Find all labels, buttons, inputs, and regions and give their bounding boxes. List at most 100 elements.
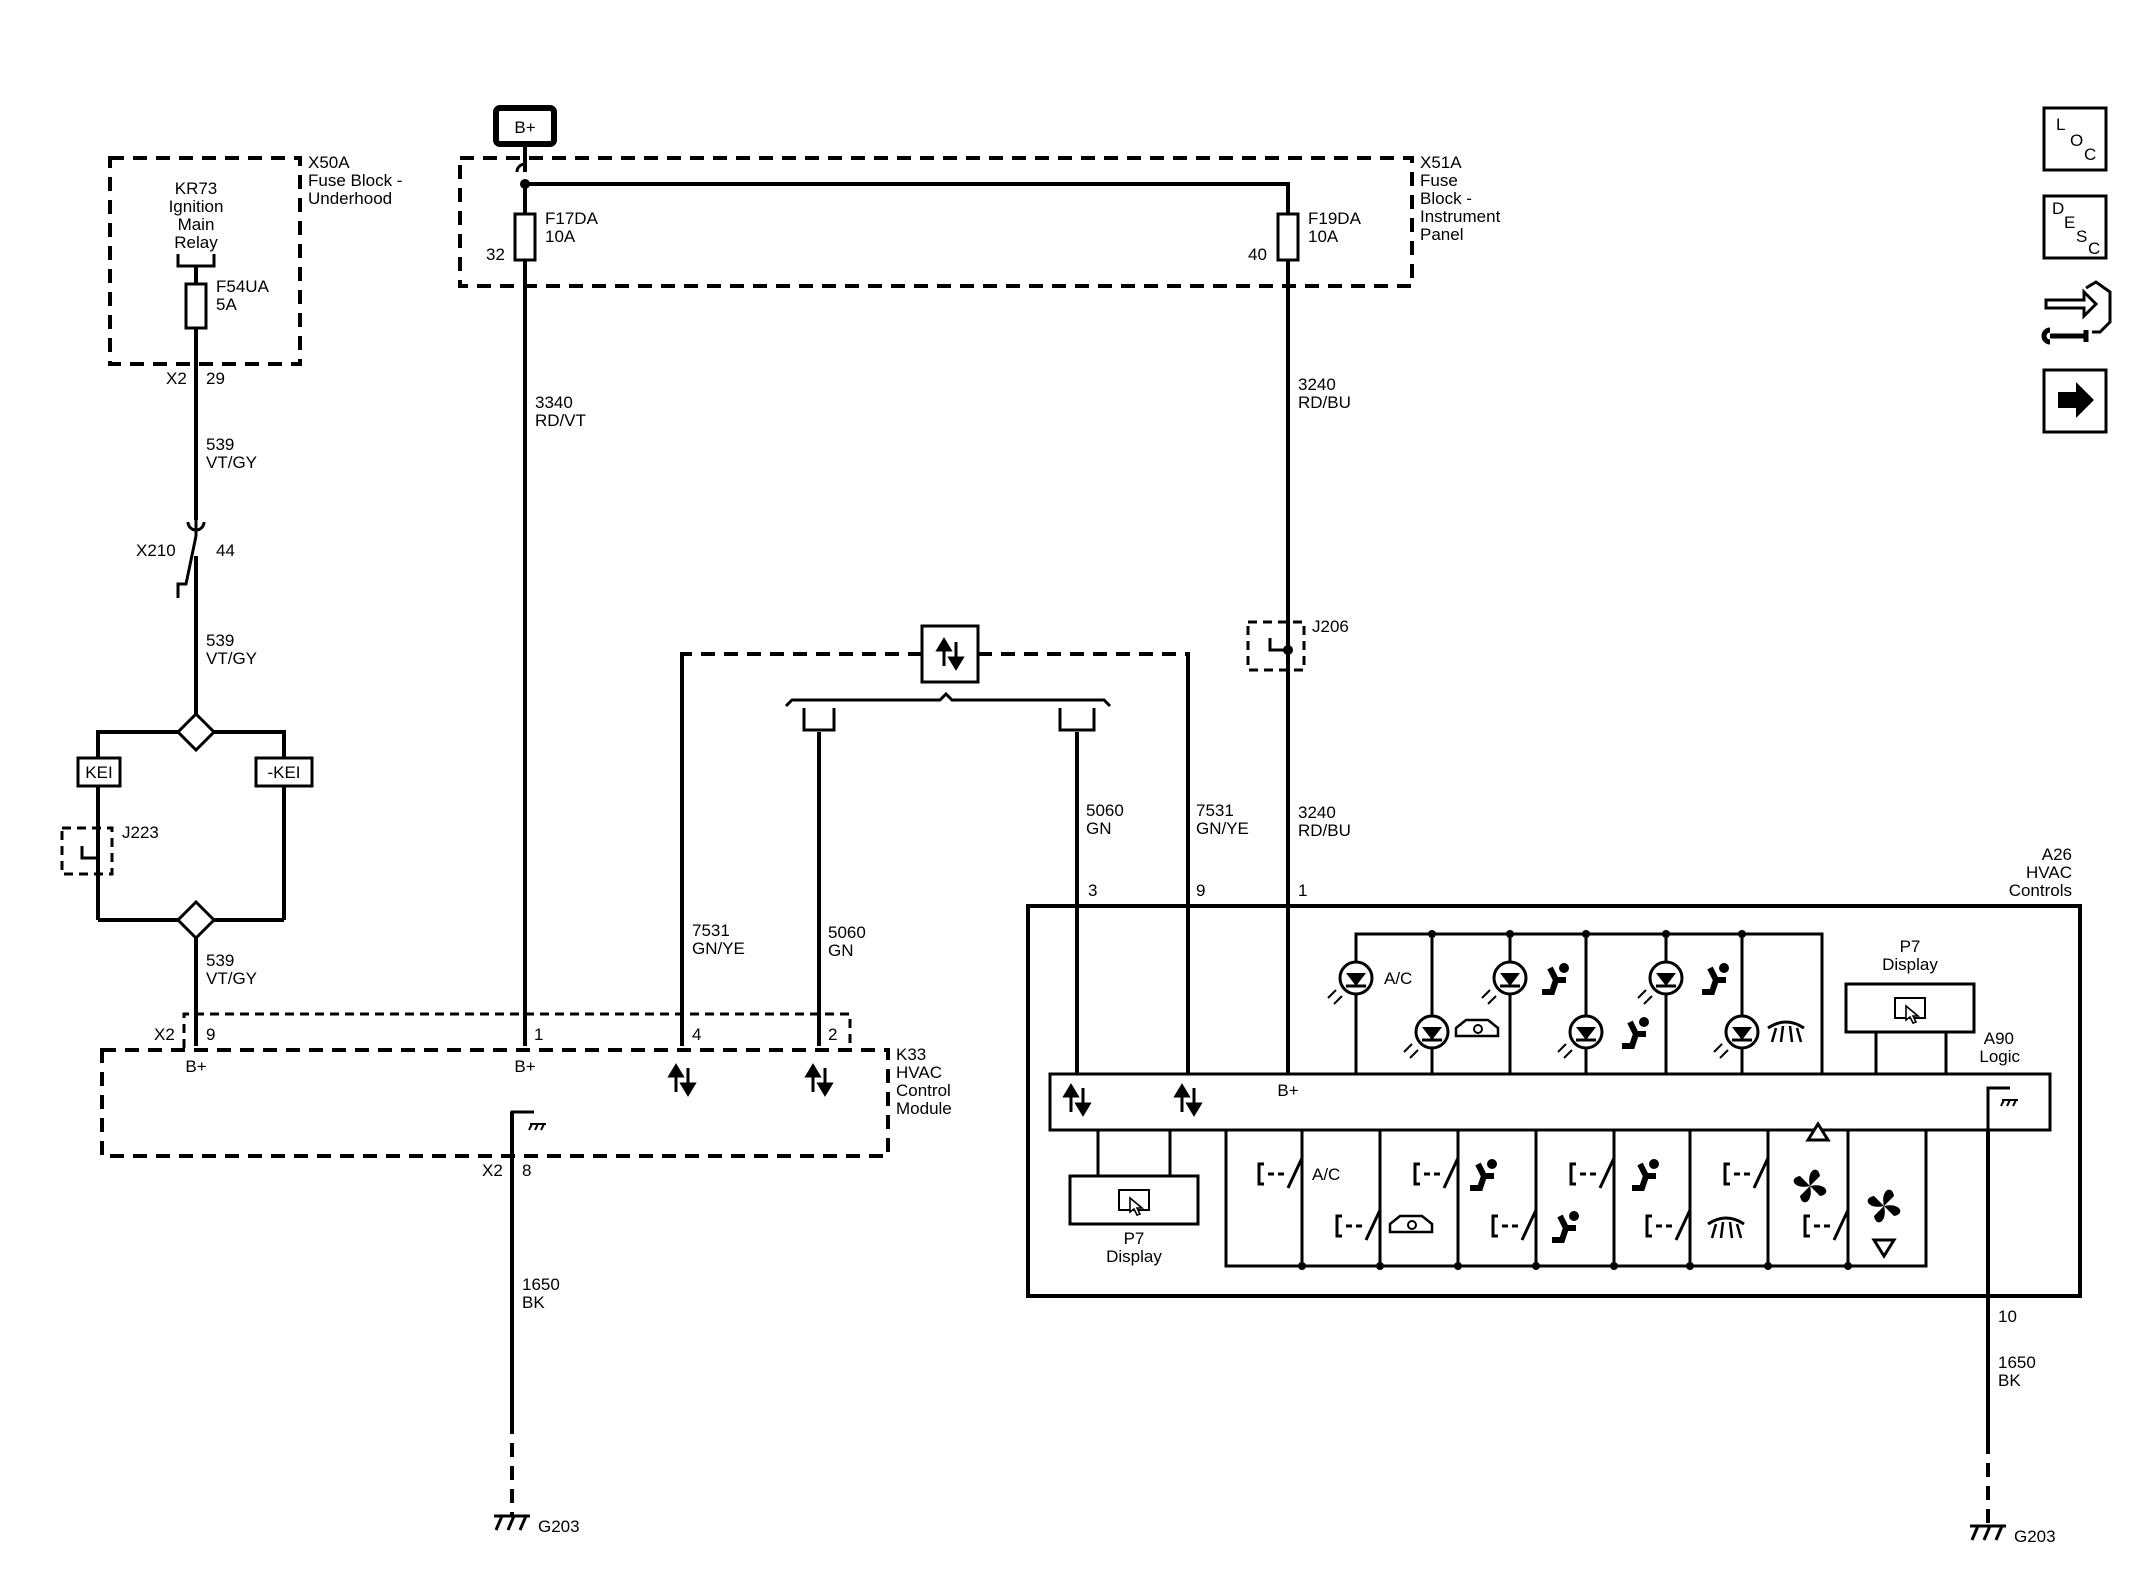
x50a-label: X50A [308,153,350,172]
svg-text:2: 2 [828,1025,837,1044]
loc-icon [2042,106,2108,172]
svg-text:GN/YE: GN/YE [1196,819,1249,838]
svg-text:Underhood: Underhood [308,189,392,208]
svg-text:L: L [2056,115,2065,134]
ground-g203-right: G203 [1968,1524,2056,1546]
battery-positive-source: B+ [493,105,557,173]
j206-splice-pack: J206 [1246,617,1349,672]
svg-text:VT/GY: VT/GY [206,969,257,988]
svg-text:3240: 3240 [1298,375,1336,394]
kr73-ignition-main-relay: KR73 Ignition Main Relay [169,179,224,268]
svg-text:HVAC: HVAC [2026,863,2072,882]
svg-text:J206: J206 [1312,617,1349,636]
switch-recirculation [1335,1208,1434,1242]
serial-data-bus [680,624,1190,1046]
svg-text:E: E [2064,213,2075,232]
svg-text:29: 29 [206,369,225,388]
svg-text:D: D [2052,199,2064,218]
no-kei-option-box [254,756,314,788]
svg-text:5060: 5060 [1086,801,1124,820]
svg-text:X2: X2 [482,1161,503,1180]
svg-text:J223: J223 [122,823,159,842]
svg-text:-KEI: -KEI [267,763,300,782]
svg-text:9: 9 [1196,881,1205,900]
svg-text:X2: X2 [154,1025,175,1044]
led-defrost-indicator [1712,1014,1806,1060]
svg-text:X51A: X51A [1420,153,1462,172]
svg-text:Block -: Block - [1420,189,1472,208]
service-button[interactable] [2041,280,2112,345]
svg-text:Relay: Relay [174,233,218,252]
svg-text:9: 9 [206,1025,215,1044]
svg-text:C: C [2084,145,2096,164]
svg-text:3240: 3240 [1298,803,1336,822]
a90-logic: A90 Logic B+ [1048,1029,2052,1132]
svg-text:32: 32 [486,245,505,264]
svg-text:Main: Main [178,215,215,234]
svg-text:Display: Display [1106,1247,1162,1266]
svg-text:BK: BK [522,1293,545,1312]
svg-text:Fuse Block -: Fuse Block - [308,171,402,190]
kei-option-split: KEI -KEI J223 [60,711,314,941]
ground-g203-left: G203 [492,1514,580,1536]
svg-text:O: O [2070,131,2083,150]
svg-text:3: 3 [1088,881,1097,900]
switch-fan-up [1723,1121,1831,1203]
p7-display-upper: P7 Display [1844,937,1976,1074]
svg-text:Panel: Panel [1420,225,1463,244]
x51a-fuse-block-instrument-panel: X51A Fuse Block - Instrument Panel [458,153,1501,288]
svg-text:GN/YE: GN/YE [692,939,745,958]
a26-hvac-controls: A26 HVAC Controls 3 9 1 [1026,845,2082,1298]
svg-text:4: 4 [692,1025,701,1044]
svg-text:A90: A90 [1984,1029,2014,1048]
svg-text:5060: 5060 [828,923,866,942]
svg-text:7531: 7531 [692,921,730,940]
next-button[interactable] [2042,368,2108,434]
bplus-bus [525,182,1290,214]
svg-text:44: 44 [216,541,235,560]
svg-text:10A: 10A [545,227,576,246]
svg-text:Module: Module [896,1099,952,1118]
svg-text:1650: 1650 [1998,1353,2036,1372]
svg-text:5A: 5A [216,295,237,314]
svg-text:BK: BK [1998,1371,2021,1390]
svg-text:KEI: KEI [85,763,112,782]
svg-text:A/C: A/C [1384,969,1412,988]
svg-text:RD/BU: RD/BU [1298,393,1351,412]
svg-text:1: 1 [1298,881,1307,900]
loc-button[interactable]: L O C [2042,106,2108,172]
svg-text:40: 40 [1248,245,1267,264]
arrow-right-icon [2058,382,2094,418]
svg-text:Ignition: Ignition [169,197,224,216]
x50a-fuse-block-underhood: X50A Fuse Block - Underhood [108,153,402,366]
svg-text:7531: 7531 [1196,801,1234,820]
wrench-vehicle-icon [2041,280,2112,345]
desc-button[interactable]: D E S C [2042,194,2108,260]
svg-text:A26: A26 [2042,845,2072,864]
led-recirculation-indicator [1402,1014,1500,1060]
led-floor-mode-indicator [1556,1016,1649,1060]
svg-text:B+: B+ [185,1057,206,1076]
svg-text:539: 539 [206,631,234,650]
svg-text:VT/GY: VT/GY [206,649,257,668]
fuse-f54ua: F54UA 5A [184,266,270,394]
svg-text:Controls: Controls [2009,881,2072,900]
svg-text:A/C: A/C [1312,1165,1340,1184]
svg-text:RD/BU: RD/BU [1298,821,1351,840]
svg-text:C: C [2088,239,2100,258]
hvac-switch-matrix: A/C [1224,1121,1928,1270]
svg-text:8: 8 [522,1161,531,1180]
svg-text:Control: Control [896,1081,951,1100]
svg-text:GN: GN [1086,819,1112,838]
svg-text:S: S [2076,227,2087,246]
desc-icon [2042,194,2108,260]
svg-text:B+: B+ [514,1057,535,1076]
svg-text:G203: G203 [538,1517,580,1536]
svg-text:X2: X2 [166,369,187,388]
svg-text:Logic: Logic [1979,1047,2020,1066]
svg-text:539: 539 [206,951,234,970]
svg-text:F17DA: F17DA [545,209,599,228]
svg-text:HVAC: HVAC [896,1063,942,1082]
svg-text:GN: GN [828,941,854,960]
